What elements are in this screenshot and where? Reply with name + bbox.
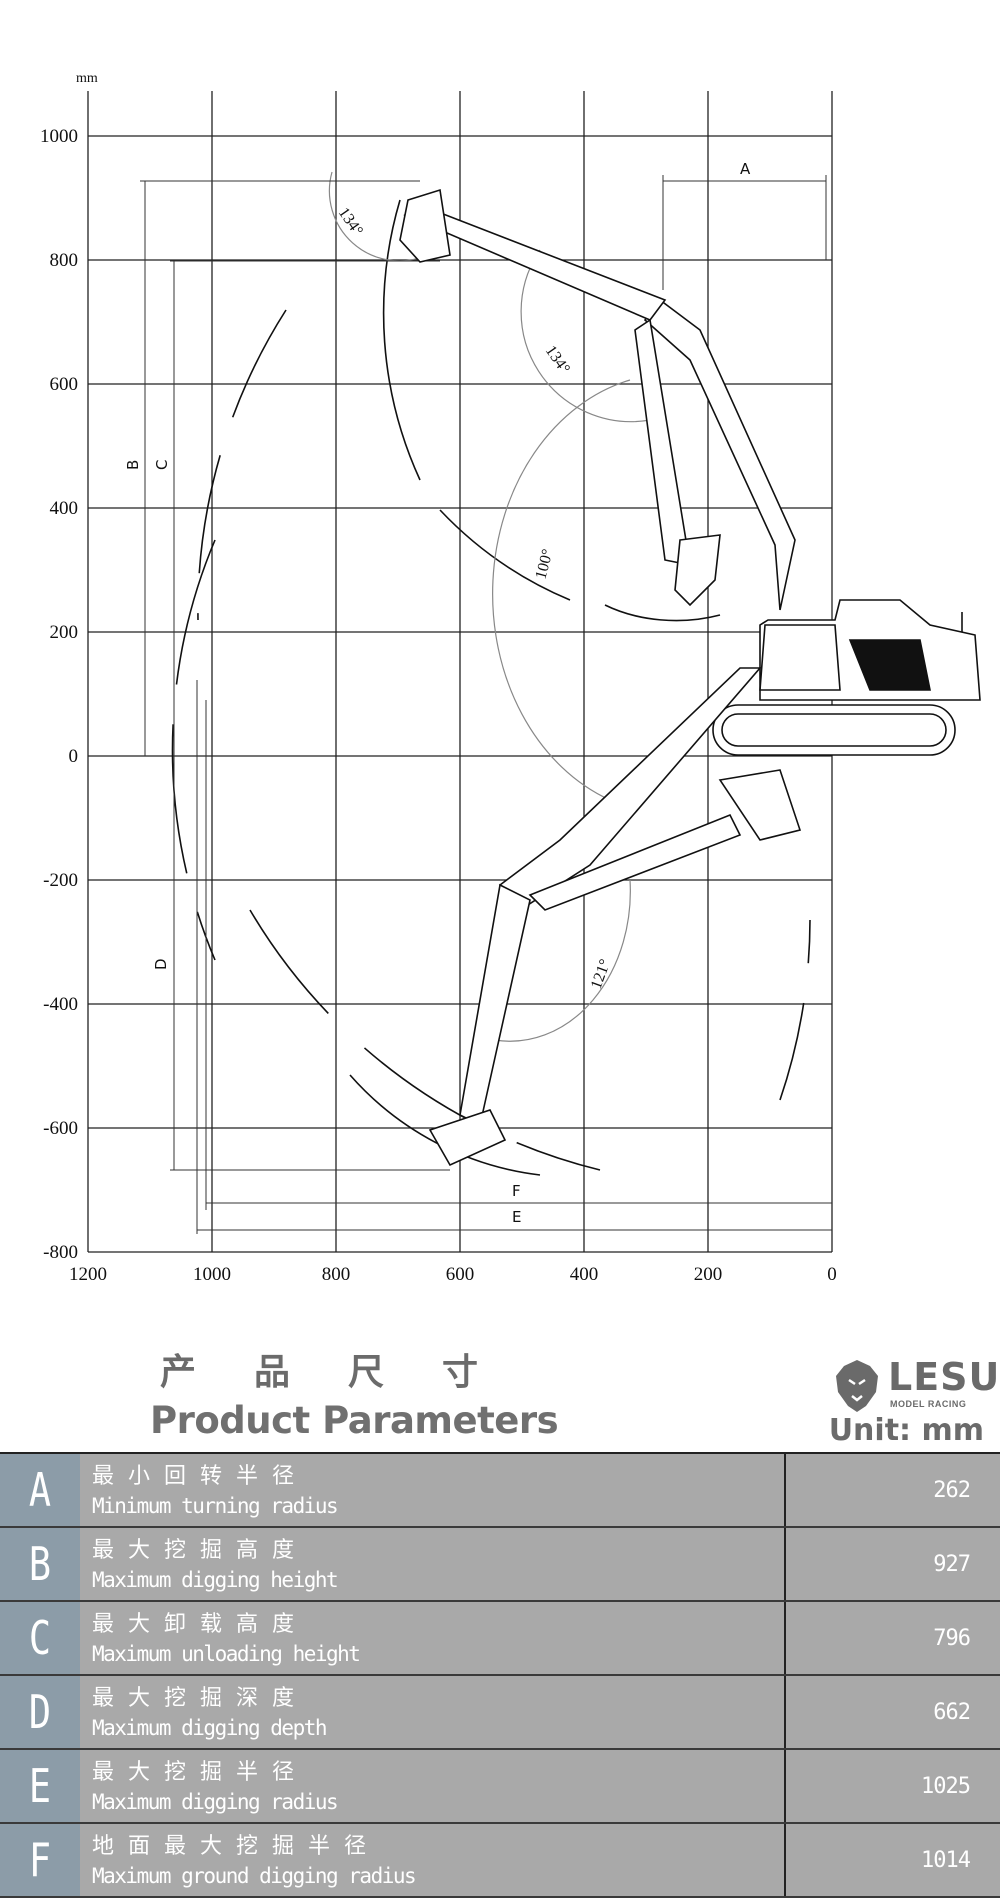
row-key: C — [0, 1602, 80, 1674]
y-tick-label: -400 — [43, 994, 78, 1015]
dimension-label-e: E — [512, 1208, 521, 1226]
dimension-label-c: C — [153, 460, 171, 470]
row-label-cn: 地面最大挖掘半径 — [92, 1834, 381, 1859]
x-tick-label: 0 — [827, 1264, 837, 1285]
row-value: 262 — [933, 1477, 971, 1503]
angle-label: 100° — [532, 547, 556, 581]
table-row-b: B 最大挖掘高度 Maximum digging height 927 — [0, 1528, 1000, 1602]
x-tick-label: 1000 — [193, 1264, 231, 1285]
row-label-en: Maximum unloading height — [92, 1642, 361, 1666]
row-label-cn: 最大挖掘深度 — [92, 1686, 309, 1711]
row-key: D — [0, 1676, 80, 1748]
row-label-cn: 最大挖掘半径 — [92, 1760, 309, 1785]
table-row-c: C 最大卸载高度 Maximum unloading height 796 — [0, 1602, 1000, 1676]
angle-arcs — [328, 171, 651, 1042]
row-label-en: Maximum ground digging radius — [92, 1864, 417, 1888]
brand-name: LESU — [888, 1355, 1000, 1399]
title-english: Product Parameters — [150, 1399, 559, 1442]
row-key: F — [0, 1824, 80, 1896]
row-label-en: Minimum turning radius — [92, 1494, 339, 1518]
row-value: 1014 — [921, 1847, 971, 1873]
y-tick-label: -200 — [43, 870, 78, 891]
y-tick-label: 200 — [50, 622, 79, 643]
table-row-a: A 最小回转半径 Minimum turning radius 262 — [0, 1454, 1000, 1528]
brand-subtitle: MODEL RACING — [890, 1399, 967, 1409]
x-tick-label: 1200 — [69, 1264, 107, 1285]
row-value: 927 — [933, 1551, 971, 1577]
y-tick-label: -800 — [43, 1242, 78, 1263]
dimension-label-d: D — [152, 958, 170, 970]
row-label-cn: 最大卸载高度 — [92, 1612, 309, 1637]
row-value: 1025 — [921, 1773, 971, 1799]
row-key: B — [0, 1528, 80, 1600]
unit-label: mm — [76, 71, 98, 86]
angle-label: 134° — [335, 205, 366, 240]
y-tick-label: 800 — [50, 250, 79, 271]
unit-label: Unit: mm — [828, 1413, 984, 1448]
row-key: E — [0, 1750, 80, 1822]
y-tick-label: 1000 — [40, 126, 78, 147]
x-tick-label: 200 — [694, 1264, 723, 1285]
x-tick-label: 800 — [322, 1264, 351, 1285]
dimension-lines — [140, 175, 832, 1234]
dimension-label-f: F — [512, 1182, 521, 1200]
row-label-cn: 最大挖掘高度 — [92, 1538, 309, 1563]
row-label-en: Maximum digging depth — [92, 1716, 328, 1740]
row-label-en: Maximum digging radius — [92, 1790, 339, 1814]
y-tick-label: 600 — [50, 374, 79, 395]
grid — [87, 91, 833, 1253]
x-tick-label: 400 — [570, 1264, 599, 1285]
working-range-diagram: mm 1000 800 600 400 200 0 -200 -400 -600 -8001200… — [40, 71, 981, 1285]
row-value: 662 — [933, 1699, 971, 1725]
table-row-d: D 最大挖掘深度 Maximum digging depth 662 — [0, 1676, 1000, 1750]
dimension-label-b: B — [124, 460, 142, 470]
parameters-table: A 最小回转半径 Minimum turning radius 262 B 最大挖… — [0, 1452, 1000, 1898]
dimension-label-a: A — [740, 160, 751, 178]
excavator-drawing — [399, 188, 981, 1167]
table-row-e: E 最大挖掘半径 Maximum digging radius 1025 — [0, 1750, 1000, 1824]
title-chinese: 产品尺寸 — [160, 1352, 537, 1393]
row-key: A — [0, 1454, 80, 1526]
brand-logo: LESU MODEL RACING — [832, 1358, 999, 1414]
x-tick-label: 600 — [446, 1264, 475, 1285]
y-tick-label: 0 — [69, 746, 79, 767]
row-label-en: Maximum digging height — [92, 1568, 339, 1592]
row-value: 796 — [933, 1625, 971, 1651]
y-tick-label: -600 — [43, 1118, 78, 1139]
y-tick-label: 400 — [50, 498, 79, 519]
angle-label: 134° — [542, 343, 573, 378]
reach-arcs — [171, 199, 811, 1176]
lion-logo-icon — [836, 1360, 878, 1412]
row-label-cn: 最小回转半径 — [92, 1464, 309, 1489]
